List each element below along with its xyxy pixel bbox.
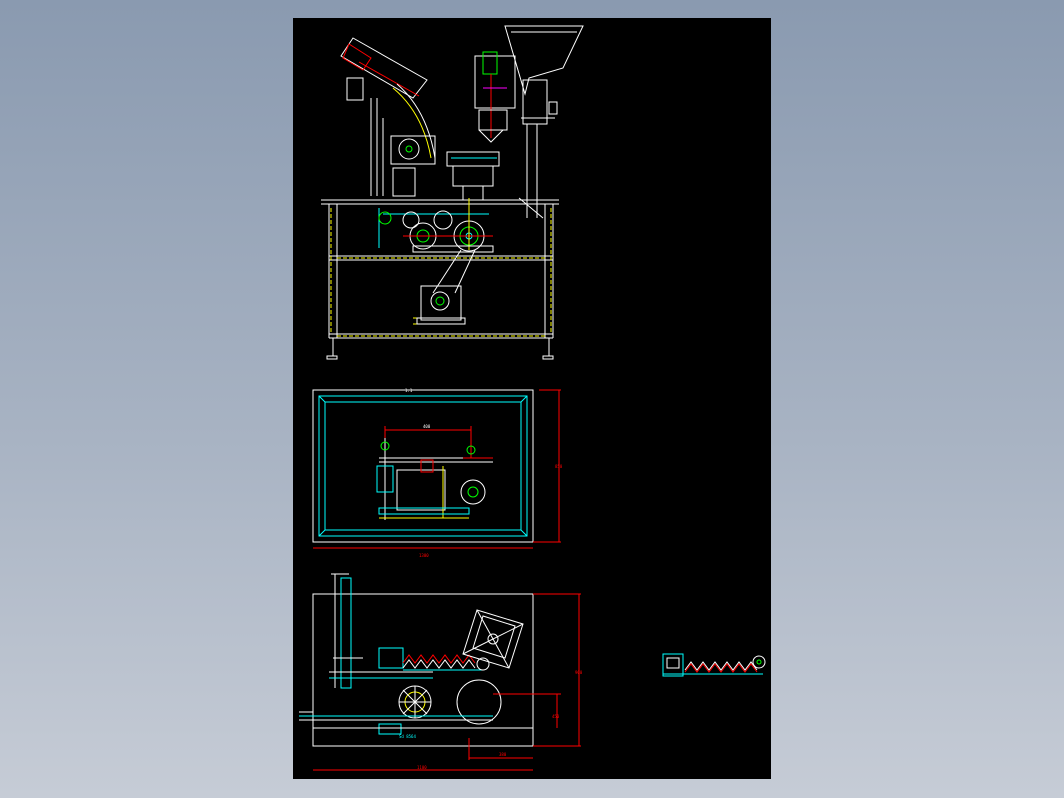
dim-side-small: 450: [552, 714, 560, 719]
dim-side-height: 900: [575, 670, 583, 675]
side-view: [299, 573, 581, 771]
plan-view: [312, 389, 561, 549]
side-starwheel: [398, 679, 502, 725]
plan-mechanism: [376, 438, 493, 520]
side-conveyor: [329, 647, 490, 679]
side-bottom-conveyor: [299, 711, 533, 735]
side-column: [331, 573, 363, 689]
side-label-box: Sd 8564: [399, 734, 416, 739]
plan-tag: 1:1: [405, 388, 413, 393]
front-elevation-view: [321, 25, 584, 360]
side-hopper: [462, 609, 524, 669]
dim-top-depth: 850: [555, 464, 563, 469]
cad-drawing-sheet: 400 850 1300 900 1100 380 450 Sd 8564 1:…: [293, 18, 771, 779]
dim-top-width: 400: [423, 424, 431, 429]
inclined-feeder: [340, 37, 436, 196]
feeder-drive: [390, 135, 436, 197]
screw-detail-view: [662, 653, 766, 677]
gear-train: [378, 198, 494, 253]
cad-drawing: 400 850 1300 900 1100 380 450 Sd 8564 1:…: [299, 25, 766, 771]
machine-frame: [321, 199, 559, 360]
frame-hidden-lines: [330, 208, 552, 337]
cap-hopper: [504, 25, 584, 219]
dim-top-width-overall: 1300: [419, 553, 429, 558]
dim-side-offset: 380: [499, 752, 507, 757]
lower-drive: [416, 249, 476, 325]
capping-head: [446, 51, 516, 200]
dim-side-width: 1100: [417, 765, 427, 770]
